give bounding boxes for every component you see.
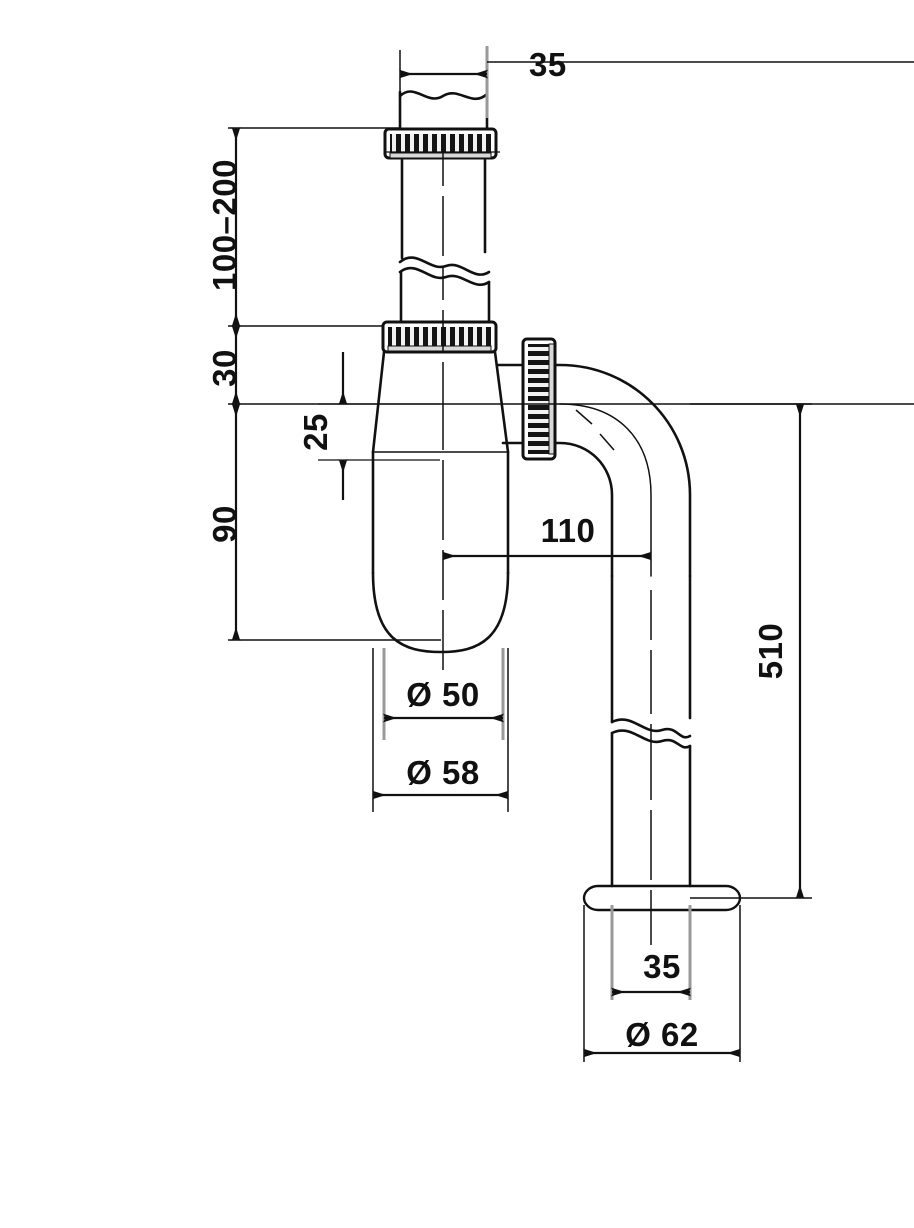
dim-label-90: 90	[206, 505, 243, 543]
centre-lines	[386, 140, 914, 945]
knurled-nuts	[381, 127, 557, 461]
side-knurled-nut	[521, 337, 557, 461]
dim-label-25: 25	[297, 413, 334, 451]
dim-label-inlet-35: 35	[529, 46, 567, 83]
upper-knurled-nut	[383, 127, 498, 160]
extension-lines	[228, 46, 914, 1062]
dim-label-30: 30	[206, 349, 243, 387]
outlet-elbow	[495, 363, 692, 578]
lower-knurled-nut	[381, 320, 498, 354]
dim-label-100-200: 100–200	[206, 159, 243, 291]
dimension-lines	[231, 69, 805, 1058]
dim-label-outlet-35: 35	[643, 948, 681, 985]
dim-label-dia50: Ø 50	[406, 676, 480, 713]
inlet-tube	[398, 90, 491, 326]
dimension-labels: 35 100–200 30 25 90 110 Ø 50 Ø 58 510 35…	[206, 46, 789, 1053]
dim-label-dia58: Ø 58	[406, 754, 480, 791]
dim-label-510: 510	[752, 623, 789, 680]
dim-label-110: 110	[541, 512, 596, 549]
wall-flange-escutcheon	[582, 884, 742, 912]
part-outlines	[371, 90, 742, 946]
dim-label-dia62: Ø 62	[625, 1016, 699, 1053]
